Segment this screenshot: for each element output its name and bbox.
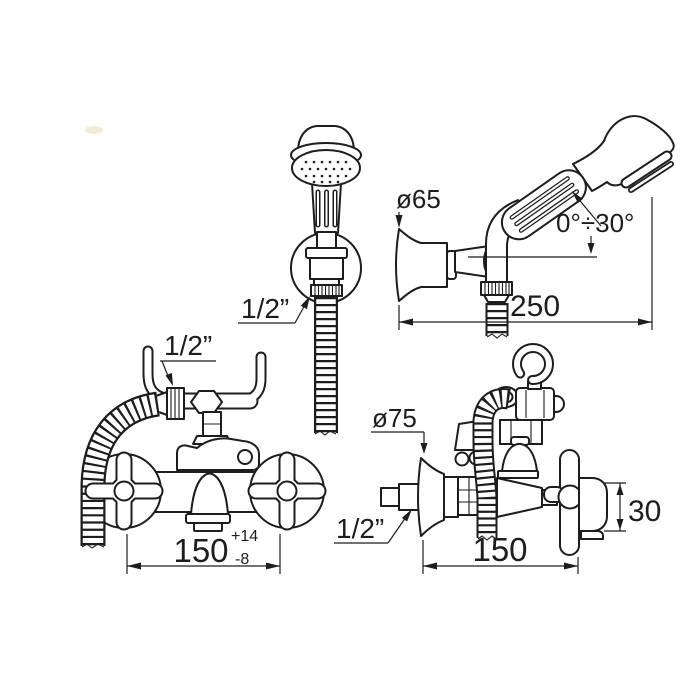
hose-nut bbox=[310, 284, 343, 297]
label-tolerance-plus: +14 bbox=[231, 528, 258, 545]
right-cross-handle bbox=[247, 451, 327, 531]
label-diameter-75: ø75 bbox=[372, 403, 417, 433]
dim-rosette-75: ø75 bbox=[371, 403, 428, 454]
dim-handset-front-connection: 1/2” bbox=[238, 293, 310, 324]
dim-centers-150: 150 +14 -8 bbox=[126, 528, 281, 574]
shower-hose-vertical bbox=[315, 297, 336, 435]
label-height-30: 30 bbox=[628, 495, 661, 528]
label-tilt-range: 0°÷30° bbox=[556, 208, 634, 238]
showerhead-side bbox=[572, 115, 675, 192]
view-handset-front: 1/2” bbox=[238, 125, 362, 435]
view-mixer-side: ø75 1/2” 150 30 bbox=[334, 343, 661, 574]
diverter-spout bbox=[185, 472, 231, 532]
valve-cap-foot bbox=[580, 530, 604, 540]
dim-tilt-range: 0°÷30° bbox=[468, 191, 634, 258]
label-length-250: 250 bbox=[510, 290, 560, 323]
label-depth-150: 150 bbox=[472, 531, 527, 568]
left-cross-handle bbox=[84, 451, 164, 531]
valve-cap-side bbox=[578, 477, 608, 532]
diverter-knob-side bbox=[497, 436, 539, 479]
dim-height-30: 30 bbox=[604, 482, 661, 532]
shower-hose-side bbox=[478, 399, 509, 540]
cradle-hook-ring bbox=[512, 343, 554, 385]
shower-hose-curve bbox=[82, 404, 158, 548]
view-handset-side: ø65 0°÷30° 250 bbox=[395, 115, 675, 338]
dim-mixer-side-connection: 1/2” bbox=[334, 509, 412, 544]
inlet-pipe-stub bbox=[380, 487, 400, 507]
label-hose-connection-top: 1/2” bbox=[241, 293, 289, 324]
dim-depth-150: 150 bbox=[422, 531, 579, 574]
label-hose-connection-front: 1/2” bbox=[164, 330, 212, 361]
rosette-collar-side bbox=[443, 476, 459, 518]
view-mixer-front: 1/2” 150 +14 -8 bbox=[82, 330, 327, 574]
body-cone-side bbox=[496, 477, 543, 518]
dim-rosette-65: ø65 bbox=[395, 184, 441, 228]
grip-slots bbox=[315, 189, 338, 228]
holder-rosette-side bbox=[395, 228, 448, 302]
hose-union-nut bbox=[166, 387, 185, 420]
body-screw-left bbox=[454, 451, 470, 467]
bracket-hole bbox=[237, 449, 253, 465]
label-inlet-connection: 1/2” bbox=[336, 513, 384, 544]
body-grid bbox=[457, 476, 480, 516]
hose-nut-side bbox=[480, 281, 513, 303]
dim-length-250: 250 bbox=[398, 197, 653, 330]
holder-clamp-block bbox=[309, 257, 344, 280]
dim-mixer-front-connection: 1/2” bbox=[160, 330, 216, 386]
handshower-grip-side bbox=[500, 169, 587, 241]
label-centers-150: 150 bbox=[173, 532, 228, 569]
showerhead-face-plate bbox=[620, 150, 674, 193]
spray-holes bbox=[300, 160, 352, 184]
mixer-rosette-side bbox=[417, 457, 445, 537]
hose-tail bbox=[487, 303, 507, 338]
paper-smudge bbox=[85, 126, 103, 134]
label-diameter-65: ø65 bbox=[396, 184, 441, 214]
holder-clamp-plate bbox=[305, 247, 348, 259]
cradle-block-side bbox=[515, 387, 555, 421]
label-tolerance-minus: -8 bbox=[235, 551, 249, 568]
fork-hex-nut bbox=[190, 390, 223, 414]
